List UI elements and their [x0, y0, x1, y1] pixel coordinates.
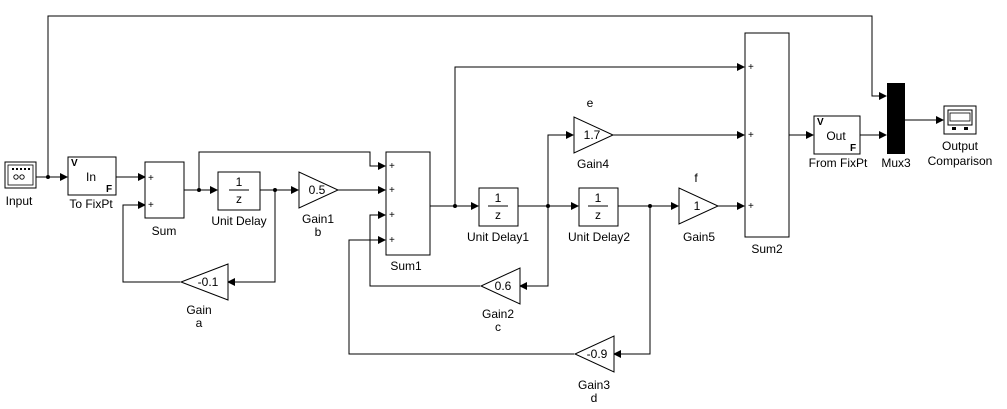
gain4-sublabel: e — [587, 96, 594, 110]
sum2-label: Sum2 — [751, 242, 783, 256]
unit-delay-label: Unit Delay — [211, 214, 266, 228]
gain1-sublabel: b — [315, 225, 322, 239]
gain2-value: 0.6 — [495, 279, 512, 293]
unit-delay-denominator: z — [236, 192, 242, 206]
sum1-sign: + — [389, 185, 395, 196]
input-label: Input — [6, 194, 33, 208]
gain3-label: Gain3 — [578, 378, 610, 392]
gain5-label: Gain5 — [683, 230, 715, 244]
to-fixpt-label: To FixPt — [69, 197, 113, 211]
gain1-block[interactable]: 0.5 Gain1 b — [298, 171, 340, 239]
unit-delay1-denominator: z — [495, 208, 501, 222]
gain4-block[interactable]: 1.7 e Gain4 — [573, 96, 615, 171]
sum1-sign: + — [389, 210, 395, 221]
mux3-bar — [887, 83, 905, 154]
wire-unitdelay2-gain3[interactable] — [613, 206, 651, 358]
sum2-sign: + — [748, 130, 754, 141]
gain3-block[interactable]: -0.9 Gain3 d — [573, 335, 615, 405]
to-fixpt-tag-f: F — [106, 184, 112, 195]
gain4-label: Gain4 — [577, 157, 609, 171]
sum-sign: + — [148, 200, 154, 211]
sum-sign: + — [148, 173, 154, 184]
wire-sum-sum1[interactable] — [198, 151, 386, 190]
mux3-label: Mux3 — [881, 156, 911, 170]
sum-label: Sum — [152, 224, 177, 238]
gain1-label: Gain1 — [302, 212, 334, 226]
gain-sublabel: a — [196, 316, 203, 330]
sum2-sign: + — [748, 62, 754, 73]
gain3-sublabel: d — [591, 391, 598, 405]
output-comparison-label-line1: Output — [942, 139, 979, 153]
from-fixpt-label: From FixPt — [809, 156, 868, 170]
wire-input-mux3[interactable] — [47, 15, 887, 177]
scope-icon — [947, 109, 973, 130]
to-fixpt-text: In — [86, 170, 96, 184]
to-fixpt-tag-v: V — [71, 158, 78, 169]
to-fixpt-block[interactable]: V In F To FixPt — [67, 156, 117, 211]
gain3-value: -0.9 — [587, 347, 608, 361]
gain1-value: 0.5 — [309, 183, 326, 197]
from-fixpt-tag-f: F — [850, 143, 856, 154]
sum1-block[interactable]: + + + + Sum1 — [385, 151, 431, 273]
sum2-block[interactable]: + + + Sum2 — [744, 32, 790, 256]
unit-delay2-block[interactable]: 1 z Unit Delay2 — [568, 187, 630, 244]
unit-delay2-denominator: z — [595, 208, 601, 222]
gain4-value: 1.7 — [584, 128, 601, 142]
wire-gain-sum[interactable] — [122, 201, 180, 283]
branch-point — [273, 188, 277, 192]
sum1-sign: + — [389, 235, 395, 246]
unit-delay-block[interactable]: 1 z Unit Delay — [211, 171, 267, 228]
gain2-block[interactable]: 0.6 Gain2 c — [479, 267, 521, 334]
sum2-sign: + — [748, 201, 754, 212]
input-block[interactable]: Input — [4, 161, 37, 208]
sum1-sign: + — [389, 161, 395, 172]
gain-block[interactable]: -0.1 Gain a — [179, 263, 229, 330]
gain-value: -0.1 — [198, 275, 219, 289]
from-fixpt-text: Out — [826, 129, 846, 143]
gain2-sublabel: c — [495, 320, 501, 334]
wire-gain2-sum1[interactable] — [369, 211, 480, 287]
gain5-sublabel: f — [694, 171, 698, 185]
sum1-label: Sum1 — [390, 259, 422, 273]
unit-delay1-numerator: 1 — [495, 191, 502, 205]
output-comparison-label-line2: Comparison — [928, 154, 993, 168]
branch-point — [197, 188, 201, 192]
gain2-label: Gain2 — [482, 307, 514, 321]
branch-point — [46, 175, 50, 179]
wire-unitdelay1-gain2[interactable] — [519, 206, 549, 290]
step-signal-icon — [12, 168, 30, 180]
from-fixpt-block[interactable]: V Out F From FixPt — [809, 115, 868, 170]
branch-point — [648, 204, 652, 208]
branch-point — [546, 204, 550, 208]
gain-label: Gain — [186, 303, 211, 317]
unit-delay1-label: Unit Delay1 — [467, 230, 529, 244]
unit-delay2-numerator: 1 — [595, 191, 602, 205]
gain5-block[interactable]: 1 f Gain5 — [678, 171, 720, 244]
from-fixpt-tag-v: V — [817, 117, 824, 128]
wire-unitdelay1-gain4[interactable] — [547, 131, 574, 206]
sum-block[interactable]: + + Sum — [144, 161, 185, 238]
branch-points — [46, 175, 652, 208]
branch-point — [453, 204, 457, 208]
wire-unitdelay-gain[interactable] — [227, 190, 276, 286]
mux3-block[interactable]: Mux3 — [881, 83, 911, 170]
gain5-value: 1 — [694, 199, 701, 213]
unit-delay1-block[interactable]: 1 z Unit Delay1 — [467, 187, 529, 244]
unit-delay2-label: Unit Delay2 — [568, 230, 630, 244]
wire-sum1-sum2[interactable] — [454, 63, 745, 206]
wire-gain3-sum1[interactable] — [348, 236, 574, 355]
unit-delay-numerator: 1 — [236, 175, 243, 189]
output-comparison-block[interactable]: Output Comparison — [928, 105, 993, 168]
